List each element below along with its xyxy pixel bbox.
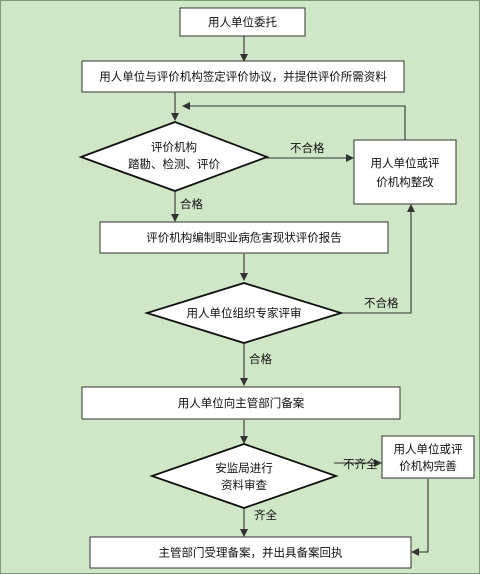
label-incomplete: 不齐全 <box>343 457 378 471</box>
step-complete-label-2: 价机构完善 <box>399 459 457 473</box>
step-filing: 用人单位向主管部门备案 <box>81 386 401 420</box>
label-complete: 齐全 <box>254 508 277 522</box>
step-agreement: 用人单位与评价机构签定评价协议，并提供评价所需资料 <box>81 60 405 93</box>
decision-survey-label-2: 踏勘、检测、评价 <box>128 157 220 171</box>
arrow-expert-fail-to-rectify <box>340 204 415 314</box>
step-report-label: 评价机构编制职业病危害现状评价报告 <box>146 231 342 245</box>
step-entrust-label: 用人单位委托 <box>208 15 277 29</box>
step-filing-label: 用人单位向主管部门备案 <box>178 396 305 410</box>
step-entrust: 用人单位委托 <box>179 7 306 37</box>
decision-expert-review-label: 用人单位组织专家评审 <box>187 306 302 320</box>
label-pass-expert: 合格 <box>249 352 272 366</box>
decision-survey-label-1: 评价机构 <box>151 140 197 154</box>
step-final: 主管部门受理备案，并出具备案回执 <box>89 536 412 569</box>
decision-survey: 评价机构 踏勘、检测、评价 <box>78 121 270 192</box>
step-rectify: 用人单位或评 价机构整改 <box>353 139 457 205</box>
step-final-label: 主管部门受理备案，并出具备案回执 <box>159 546 343 560</box>
label-fail-survey: 不合格 <box>290 141 325 155</box>
decision-safety-review-label-2: 资料审查 <box>221 478 267 492</box>
step-report: 评价机构编制职业病危害现状评价报告 <box>99 221 389 254</box>
decision-safety-review-label-1: 安监局进行 <box>215 461 273 475</box>
step-rectify-label-2: 价机构整改 <box>376 175 434 189</box>
arrow-rectify-back-to-survey <box>182 102 406 155</box>
arrow-complete-to-final <box>411 479 429 556</box>
decision-safety-review: 安监局进行 资料审查 <box>149 443 339 509</box>
step-rectify-label-1: 用人单位或评 <box>371 156 440 170</box>
step-agreement-label: 用人单位与评价机构签定评价协议，并提供评价所需资料 <box>99 70 387 84</box>
decision-expert-review: 用人单位组织专家评审 <box>143 282 345 344</box>
step-complete-label-1: 用人单位或评 <box>394 442 463 456</box>
label-pass-survey: 合格 <box>180 197 203 211</box>
label-fail-expert: 不合格 <box>364 296 399 310</box>
step-complete: 用人单位或评 价机构完善 <box>381 435 475 479</box>
